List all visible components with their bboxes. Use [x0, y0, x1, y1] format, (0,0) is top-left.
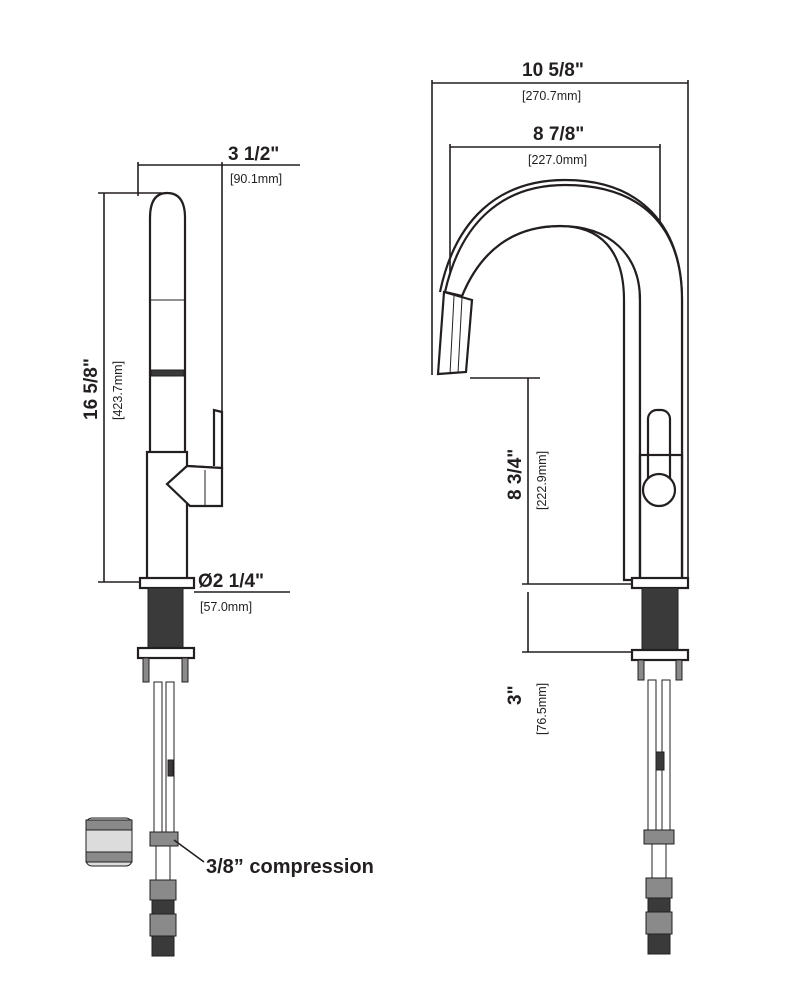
front-supply-hose-left	[647, 679, 657, 831]
front-deck-plate	[630, 576, 690, 590]
side-width-imperial: 3 1/2"	[228, 144, 279, 165]
front-threaded-shank	[641, 587, 679, 651]
side-hose-end	[151, 935, 175, 957]
side-mounting-nut	[136, 646, 196, 660]
side-height-imperial: 16 5/8"	[81, 358, 102, 420]
base-diameter-metric: [57.0mm]	[200, 600, 252, 614]
side-handle-hub	[165, 464, 224, 508]
front-gooseneck-spout	[450, 208, 642, 582]
compression-note: 3/8” compression	[206, 856, 374, 878]
front-handle-hub	[641, 472, 677, 508]
side-handle-lever	[186, 408, 224, 470]
front-height-imperial: 8 3/4"	[505, 449, 526, 500]
side-compression-fitting	[149, 831, 179, 847]
side-supply-hose-left	[153, 681, 163, 833]
side-spray-band	[150, 369, 185, 377]
side-deck-plate	[138, 576, 196, 590]
side-width-metric: [90.1mm]	[230, 172, 282, 186]
side-threaded-shank	[147, 587, 184, 649]
side-view: 3 1/2" [90.1mm] 16 5/8" [423.7mm] Ø2 1/4…	[81, 144, 374, 957]
front-shank-metric: [76.5mm]	[535, 683, 549, 735]
front-reach-metric: [227.0mm]	[528, 153, 587, 167]
front-view: 10 5/8" [270.7mm] 8 7/8" [227.0mm] 8 3/4…	[431, 60, 690, 955]
compression-leader	[173, 839, 205, 863]
side-spout-body	[148, 191, 187, 457]
front-mounting-nut	[630, 648, 690, 662]
front-shank-imperial: 3"	[505, 685, 526, 705]
front-height-metric: [222.9mm]	[535, 451, 549, 510]
front-width-imperial: 10 5/8"	[522, 60, 584, 81]
side-supply-hose-right	[165, 681, 175, 833]
front-width-metric: [270.7mm]	[522, 89, 581, 103]
base-diameter-imperial: Ø2 1/4"	[198, 571, 264, 592]
front-hose-end	[647, 933, 671, 955]
side-height-metric: [423.7mm]	[111, 361, 125, 420]
front-reach-imperial: 8 7/8"	[533, 124, 584, 145]
front-spout-outer	[443, 183, 684, 582]
front-spray-head	[436, 290, 474, 376]
front-compression-fitting	[643, 829, 675, 845]
